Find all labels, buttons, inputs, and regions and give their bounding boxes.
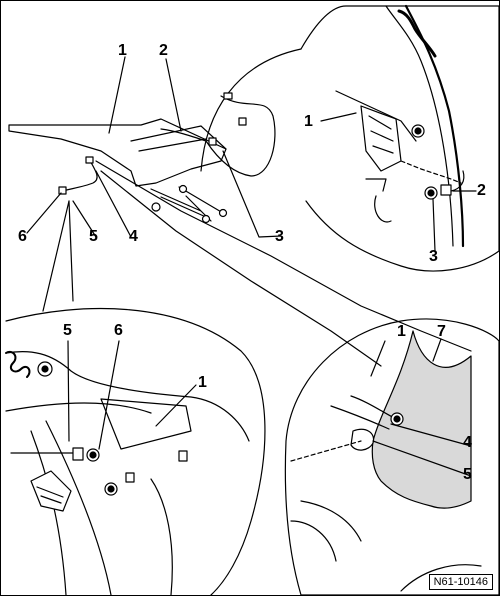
callout-label: 3 bbox=[429, 248, 438, 265]
body-edge-line bbox=[95, 160, 472, 352]
detail-bottom-right bbox=[284, 318, 499, 595]
callout-label: 3 bbox=[275, 228, 284, 245]
callout-label: 4 bbox=[129, 228, 138, 245]
callout-label: 1 bbox=[118, 42, 127, 59]
wiring-harness bbox=[205, 95, 276, 177]
callout-label: 5 bbox=[89, 228, 98, 245]
trim-panel-outline bbox=[8, 118, 227, 187]
detail-circle-outline bbox=[284, 318, 499, 595]
detail-circle-outline bbox=[300, 5, 499, 272]
callout-label: 7 bbox=[437, 323, 446, 340]
detail-circle-outline bbox=[5, 307, 266, 595]
callout-label: 6 bbox=[18, 228, 27, 245]
callout-label: 2 bbox=[477, 182, 486, 199]
main-view-drawing bbox=[8, 48, 472, 367]
bracket-outline bbox=[100, 398, 192, 450]
callout-label: 1 bbox=[397, 323, 406, 340]
callout-label: 6 bbox=[114, 322, 123, 339]
callout-label: 5 bbox=[63, 322, 72, 339]
detail-top-right bbox=[300, 4, 499, 272]
callout-label: 1 bbox=[304, 113, 313, 130]
reference-number: N61-10146 bbox=[428, 574, 493, 590]
wire-to-connector bbox=[62, 158, 98, 192]
shaded-component-7 bbox=[371, 330, 472, 509]
callout-label: 1 bbox=[198, 374, 207, 391]
callout-label: 4 bbox=[463, 434, 472, 451]
callout-label: 5 bbox=[463, 466, 472, 483]
callout-label: 2 bbox=[159, 42, 168, 59]
detail-bottom-left bbox=[5, 307, 266, 595]
